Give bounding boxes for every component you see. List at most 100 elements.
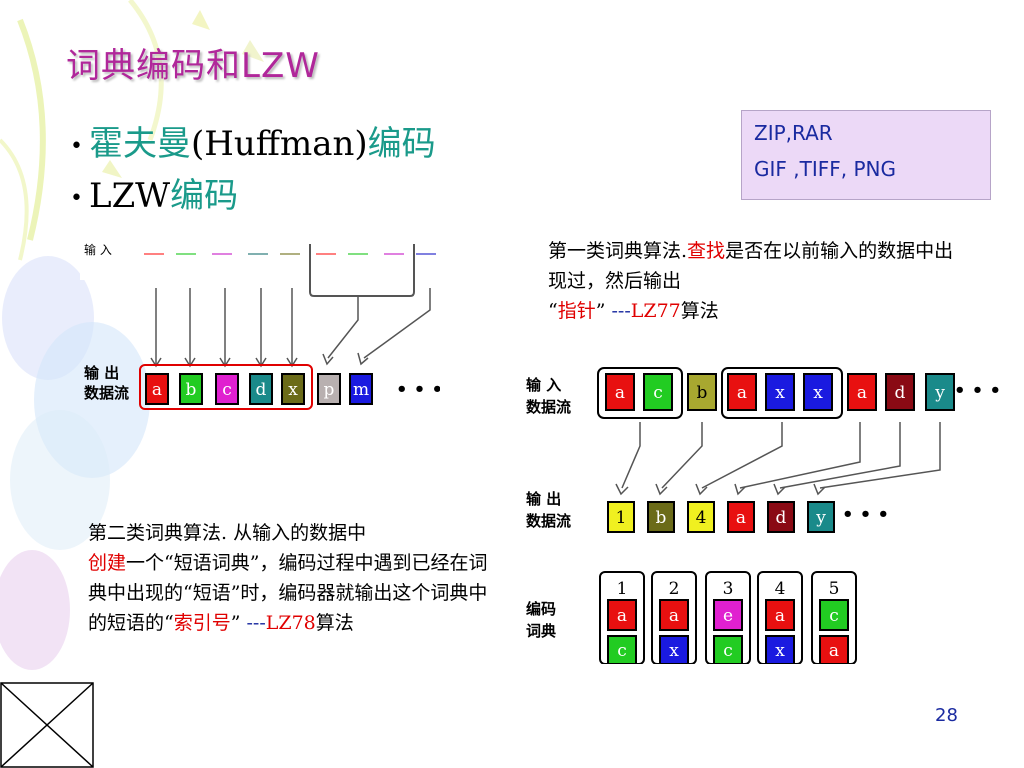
lz78-output-cell: c <box>215 373 239 405</box>
lz78-output-cell: a <box>145 373 169 405</box>
dictionary-index: 3 <box>723 579 734 599</box>
lz78-output-label-1: 输 出 <box>84 364 119 382</box>
lz77-output-cell: 4 <box>687 501 715 533</box>
svg-text:x: x <box>775 641 785 661</box>
dictionary-cell: a <box>659 599 689 631</box>
svg-text:a: a <box>829 641 839 661</box>
lz77-input-cell: a <box>727 373 757 411</box>
svg-text:x: x <box>775 383 785 403</box>
svg-text:x: x <box>288 380 298 400</box>
svg-text:a: a <box>617 606 627 626</box>
dictionary-cell: a <box>765 599 795 631</box>
svg-text:a: a <box>775 606 785 626</box>
lz77-input-ellipsis: • • • <box>954 380 1001 401</box>
dict-label-1: 编码 <box>526 600 556 618</box>
lz78-ellipsis: • • • <box>396 379 440 400</box>
lz77-output-ellipsis: • • • <box>842 504 889 525</box>
lz77-input-label-2: 数据流 <box>526 398 571 416</box>
formats-line-1: ZIP,RAR <box>754 121 833 145</box>
svg-text:1: 1 <box>616 508 627 528</box>
lz77-input-label-1: 输 入 <box>526 376 561 394</box>
dictionary-entry <box>705 571 751 664</box>
lz77-input-cell: a <box>847 373 877 411</box>
lz78-arrows <box>150 288 431 368</box>
lz77-input-cell: x <box>803 373 833 411</box>
svg-text:d: d <box>256 380 267 400</box>
dictionary-index: 4 <box>775 579 786 599</box>
svg-text:x: x <box>813 383 823 403</box>
dictionary-index: 1 <box>617 579 628 599</box>
lz77-output-cell: a <box>727 501 755 533</box>
svg-text:b: b <box>697 383 708 403</box>
svg-text:c: c <box>222 380 232 400</box>
dictionary-entry <box>651 571 697 664</box>
dictionary-cell: x <box>765 635 795 664</box>
svg-text:m: m <box>353 380 369 400</box>
svg-text:a: a <box>736 508 746 528</box>
svg-text:p: p <box>324 380 335 400</box>
svg-text:b: b <box>186 380 197 400</box>
lz77-input-cell: d <box>885 373 915 411</box>
lz77-input-cell: x <box>765 373 795 411</box>
formats-line-2: GIF ,TIFF, PNG <box>754 157 896 181</box>
lz77-input-cell: y <box>925 373 955 411</box>
dictionary-cell: e <box>713 599 743 631</box>
dict-label-2: 词典 <box>526 622 556 640</box>
lz77-output-cells: 1 b 4 a d y <box>607 501 835 533</box>
lz77-output-cell: d <box>767 501 795 533</box>
page-number: 28 <box>935 705 958 726</box>
svg-text:c: c <box>617 641 627 661</box>
bullet-huffman: •霍夫曼(Huffman)编码 <box>70 124 436 164</box>
lz78-output-label-2: 数据流 <box>84 384 129 402</box>
image-placeholder <box>0 682 94 768</box>
lz77-output-cell: b <box>647 501 675 533</box>
svg-text:y: y <box>934 383 945 403</box>
bullet-lzw: •LZW编码 <box>70 176 239 216</box>
lz77-output-label-2: 数据流 <box>526 512 571 530</box>
svg-text:d: d <box>776 508 787 528</box>
dictionary-entry <box>757 571 803 664</box>
svg-text:d: d <box>895 383 906 403</box>
dictionary-index: 5 <box>829 579 840 599</box>
lz77-output-label-1: 输 出 <box>526 490 561 508</box>
svg-text:y: y <box>815 508 826 528</box>
formats-box: ZIP,RAR GIF ,TIFF, PNG <box>741 110 991 200</box>
svg-text:a: a <box>737 383 747 403</box>
lz77-arrows <box>615 422 941 496</box>
lz77-description: 第一类词典算法.查找是否在以前输入的数据中出现过，然后输出 “指针” ---LZ… <box>548 240 954 322</box>
dictionary-cell: c <box>713 635 743 664</box>
svg-text:a: a <box>857 383 867 403</box>
dictionary-cell: a <box>607 599 637 631</box>
lz77-input-cell: a <box>605 373 635 411</box>
lz77-input-cell: c <box>643 373 673 411</box>
lz77-output-cell: y <box>807 501 835 533</box>
dictionary-index: 2 <box>669 579 680 599</box>
lz78-output-cell: p <box>317 373 341 405</box>
svg-text:b: b <box>656 508 667 528</box>
svg-text:a: a <box>669 606 679 626</box>
svg-text:c: c <box>653 383 663 403</box>
svg-text:4: 4 <box>696 508 707 528</box>
lz77-input-cell: b <box>687 373 717 411</box>
svg-text:a: a <box>615 383 625 403</box>
slide-title: 词典编码和LZW <box>66 46 320 86</box>
dictionary-entry <box>811 571 857 664</box>
svg-text:c: c <box>829 606 839 626</box>
svg-text:e: e <box>723 606 733 626</box>
dictionary-cell: c <box>607 635 637 664</box>
svg-text:输 入: 输 入 <box>84 242 112 257</box>
lz78-output-cell: d <box>249 373 273 405</box>
dictionary-entry <box>599 571 645 664</box>
lz78-description: 第二类词典算法. 从输入的数据中 创建一个“短语词典”，编码过程中遇到已经在词典… <box>88 522 488 634</box>
svg-text:c: c <box>723 641 733 661</box>
lz78-output-cell: x <box>281 373 305 405</box>
dictionary-cell: c <box>819 599 849 631</box>
lz78-output-cell: m <box>349 373 373 405</box>
svg-text:a: a <box>152 380 162 400</box>
